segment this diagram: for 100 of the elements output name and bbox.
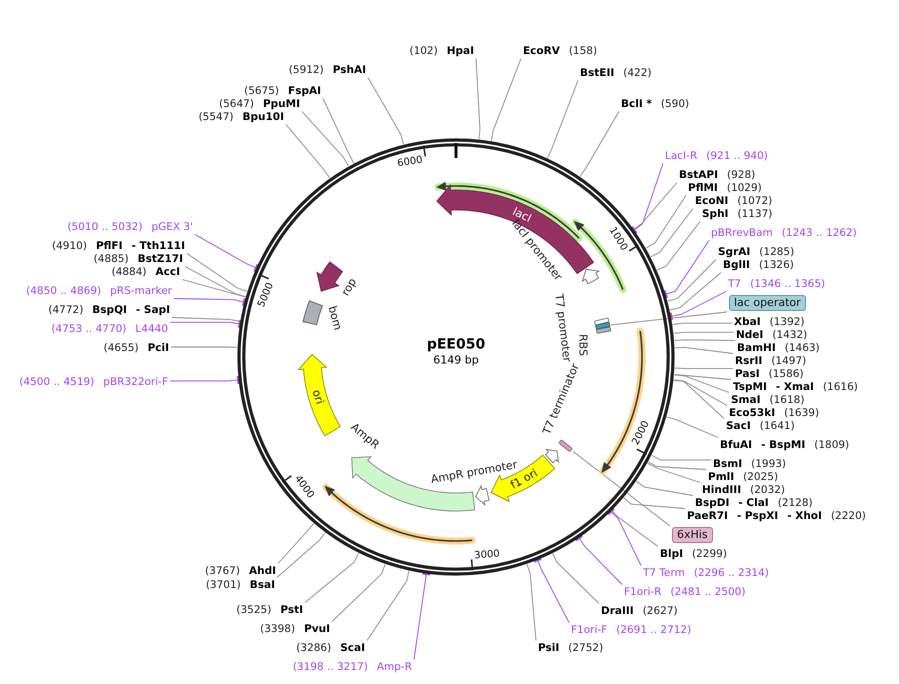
site-position: (928) [727, 168, 756, 182]
leader-line [666, 416, 718, 438]
leader-line [674, 339, 736, 342]
leader-line [170, 346, 238, 348]
site-position: (3525) [236, 604, 272, 616]
enzyme-name: BspDI [695, 496, 730, 510]
feature-label: ori [309, 388, 326, 406]
enzyme-name: BglII [723, 258, 750, 272]
leader-line [650, 208, 694, 258]
leader-line [664, 240, 710, 299]
enzyme-name: BlpI [660, 548, 684, 560]
leader-line [636, 480, 694, 496]
enzyme-name: RsrII [735, 354, 762, 368]
site-position: (3286) [296, 642, 332, 654]
leader-line [674, 346, 734, 354]
primer-range: (1346 .. 1365) [750, 278, 826, 290]
enzyme-name: SacI [726, 420, 751, 432]
feature-label: bom [326, 304, 345, 332]
feature-tag: 6xHis [672, 527, 713, 543]
enzyme-name: BclI * [621, 98, 652, 110]
enzyme-name: - XhoI [787, 510, 822, 522]
leader-line [673, 332, 734, 334]
site-position: (1326) [758, 258, 794, 272]
enzyme-name: TspMI [733, 380, 767, 394]
primer-name: Amp-R [376, 660, 412, 674]
site-position: (5912) [288, 64, 324, 76]
primer-name: pGEX 3' [151, 220, 193, 234]
enzyme-name: EcoRV [523, 44, 560, 58]
site-position: (2627) [642, 604, 678, 618]
site-position: (1285) [759, 246, 794, 258]
leader-line [574, 534, 622, 585]
leader-line [526, 564, 536, 641]
primer-name: T7 [728, 278, 742, 290]
leader-line [170, 318, 242, 329]
leader-line [672, 322, 732, 326]
site-position: (102) [409, 44, 438, 58]
site-position: (158) [568, 44, 598, 58]
site-position: (2032) [750, 484, 786, 496]
site-position: (1586) [768, 368, 804, 380]
site-position: (1616) [822, 380, 858, 394]
site-position: (1029) [726, 182, 762, 194]
primer-name: L4440 [135, 322, 168, 336]
leader-line [651, 454, 712, 460]
leader-line [184, 266, 246, 298]
site-position: (5675) [244, 84, 280, 98]
site-position: (1432) [772, 328, 808, 342]
enzyme-name: BspQI [92, 304, 127, 316]
primer-range: (4500 .. 4519) [19, 376, 94, 388]
leader-line [674, 368, 734, 370]
leader-line [673, 380, 724, 419]
leader-line [547, 80, 578, 158]
enzyme-name: BfuAI [720, 438, 752, 452]
site-position: (5547) [198, 110, 234, 124]
leader-line [490, 58, 522, 142]
enzyme-name: - Tth111I [132, 240, 185, 252]
site-position: (2752) [568, 642, 604, 654]
enzyme-name: EcoNI [695, 194, 728, 208]
leader-line [278, 523, 314, 564]
site-position: (1639) [784, 406, 820, 420]
enzyme-name: - XmaI [776, 380, 814, 394]
leader-line [669, 291, 726, 322]
leader-line [580, 111, 620, 177]
leader-line [304, 552, 360, 603]
primer-name: pRS-marker [110, 284, 172, 298]
site-position: (3767) [205, 564, 240, 578]
enzyme-name: PasI [735, 368, 760, 380]
enzyme-name: BstAPI [679, 168, 718, 182]
primer-name: pBRrevBam [711, 226, 773, 240]
enzyme-name: BamHI [737, 342, 776, 354]
enzyme-name: BstZ17I [138, 252, 183, 266]
enzyme-name: HpaI [446, 44, 474, 58]
site-position: (3701) [206, 578, 241, 592]
enzyme-name: AhdI [248, 564, 276, 578]
enzyme-name: PstI [280, 604, 303, 616]
leader-line [276, 532, 326, 578]
enzyme-name: PflFI [96, 240, 122, 252]
leader-line [552, 553, 600, 604]
site-position: (4910) [52, 240, 87, 252]
primer-name: F1ori-R [624, 586, 662, 598]
primer-name: T7 Term [643, 566, 685, 580]
primer-range: (2691 .. 2712) [616, 624, 692, 636]
site-position: (3398) [260, 622, 296, 636]
primer-name: pBR322ori-F [103, 376, 168, 388]
leader-line [674, 374, 732, 380]
site-position: (2128) [778, 496, 813, 510]
enzyme-name: Bpu10I [242, 110, 284, 124]
primer-name: F1ori-F [571, 624, 608, 636]
feature-label: rop [338, 276, 359, 298]
primer-range: (2296 .. 2314) [694, 566, 769, 580]
site-position: (4885) [94, 252, 129, 266]
leader-line [669, 272, 722, 310]
enzyme-name: PpuMI [262, 98, 300, 110]
primer-range: (921 .. 940) [706, 150, 768, 162]
leader-line [170, 374, 240, 385]
leader-line [322, 98, 354, 164]
site-position: (1463) [784, 342, 820, 354]
scale-label: 3000 [474, 547, 500, 562]
leader-line [182, 279, 246, 298]
enzyme-name: NdeI [736, 328, 764, 342]
scale-label: 6000 [396, 154, 424, 171]
